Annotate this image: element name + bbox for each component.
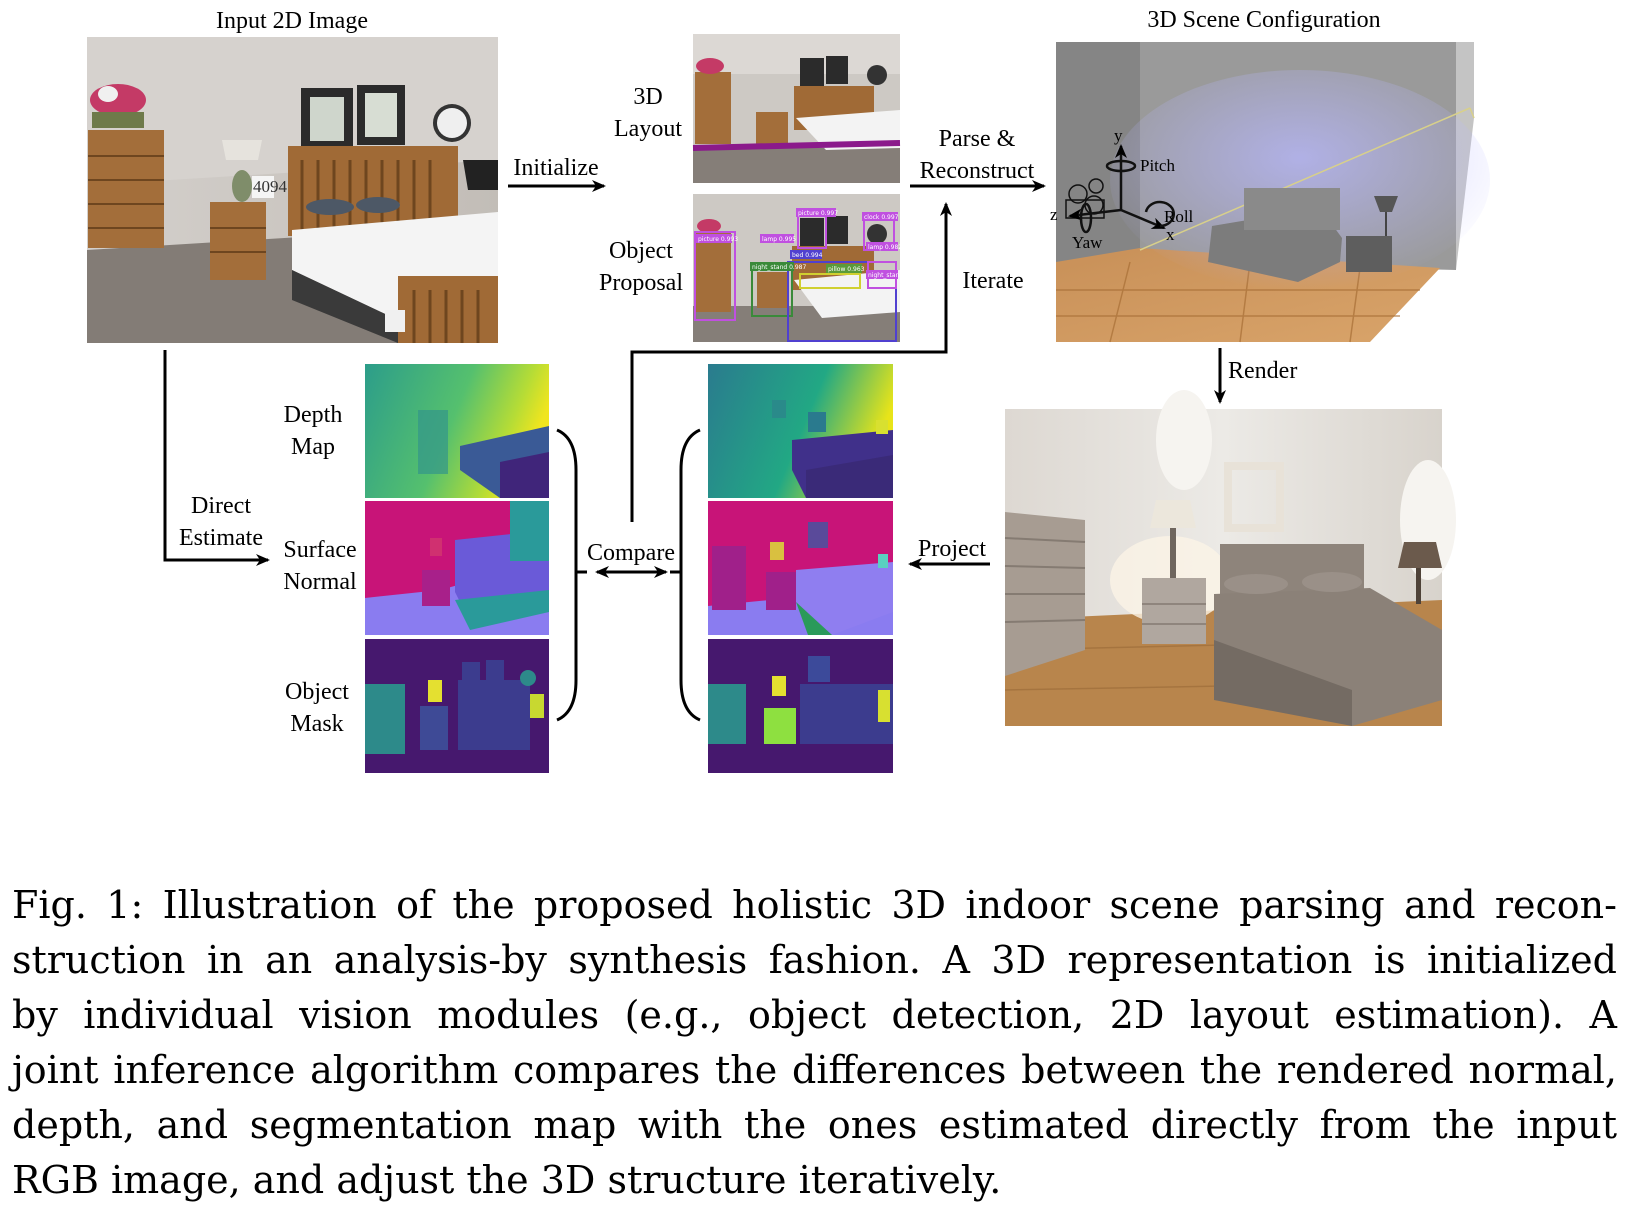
axis-yaw-label: Yaw [1072,233,1103,252]
mask-label-line1: Object [285,679,349,705]
caption-line: depth, and segmentation map with the one… [12,1103,1617,1147]
layout-label-line1: 3D [633,84,662,110]
detection-label: lamp 0.982 [868,244,902,251]
normal-label-line1: Surface [283,537,356,563]
direct-estimate-arrow [163,350,270,566]
figure-diagram: Input 2D Image 4094 [87,7,1490,773]
right-bracket [679,428,701,722]
depth-label-line1: Depth [284,402,343,428]
axis-pitch-label: Pitch [1140,156,1175,175]
detection-label: pillow 0.963 [828,266,865,273]
rendered-image [1004,390,1456,726]
parse-label-line2: Reconstruct [920,158,1035,184]
axis-x-label: x [1166,225,1175,244]
layout-label-line2: Layout [614,116,682,142]
detection-label: clock 0.997 [864,214,899,221]
detection-label: night_stand 0.987 [752,264,806,271]
estimated-normal-map [365,501,549,635]
detection-label: picture 0.997 [798,210,838,217]
detection-label: bed 0.994 [792,252,823,259]
compare-label: Compare [587,540,675,566]
rendered-depth-map [708,364,893,498]
caption-line: struction in an analysis-by synthesis fa… [12,938,1617,982]
axis-y-label: y [1114,126,1123,145]
caption-line: by individual vision modules (e.g., obje… [12,993,1617,1037]
estimated-depth-map [365,364,549,498]
estimated-object-mask [365,639,549,773]
detection-label: night_stand [868,272,903,279]
input-image-title: Input 2D Image [216,8,368,34]
depth-label-line2: Map [291,434,335,460]
axis-roll-label: Roll [1164,207,1194,226]
caption-line: joint inference algorithm compares the d… [12,1048,1617,1092]
dresser-icon [88,130,164,248]
scene-title: 3D Scene Configuration [1147,7,1380,33]
layout-boundary-line [692,140,901,151]
parse-label-line1: Parse & [939,126,1016,152]
caption-line: Fig. 1: Illustration of the proposed hol… [12,883,1617,927]
left-bracket [556,428,578,722]
initialize-label: Initialize [513,155,598,181]
layout-thumbnail [692,34,901,183]
input-photo: 4094 [87,37,498,343]
caption-line: RGB image, and adjust the 3D structure i… [12,1158,1002,1202]
detection-label: picture 0.993 [698,236,738,243]
project-label: Project [918,536,986,562]
proposal-thumbnail: picture 0.997 clock 0.997 lamp 0.995 bed… [693,194,903,342]
direct-label-line2: Estimate [179,525,263,551]
render-label: Render [1228,358,1297,384]
detection-label: lamp 0.995 [762,236,796,243]
direct-label-line1: Direct [191,493,251,519]
normal-label-line2: Normal [283,569,357,595]
figure-caption: Fig. 1: Illustration of the proposed hol… [12,878,1617,1208]
iterate-label: Iterate [962,268,1023,294]
iterate-arrow [630,202,952,522]
rendered-normal-map [708,501,893,635]
pose-axes [1068,144,1176,234]
rendered-object-mask [708,639,893,773]
axis-z-label: z [1050,205,1058,224]
proposal-label-line2: Proposal [599,270,683,296]
price-tag: 4094 [253,177,288,196]
proposal-label-line1: Object [609,238,673,264]
mask-label-line2: Mask [290,711,343,737]
scene-3d-render: y Pitch z Roll x Yaw [1050,42,1490,343]
